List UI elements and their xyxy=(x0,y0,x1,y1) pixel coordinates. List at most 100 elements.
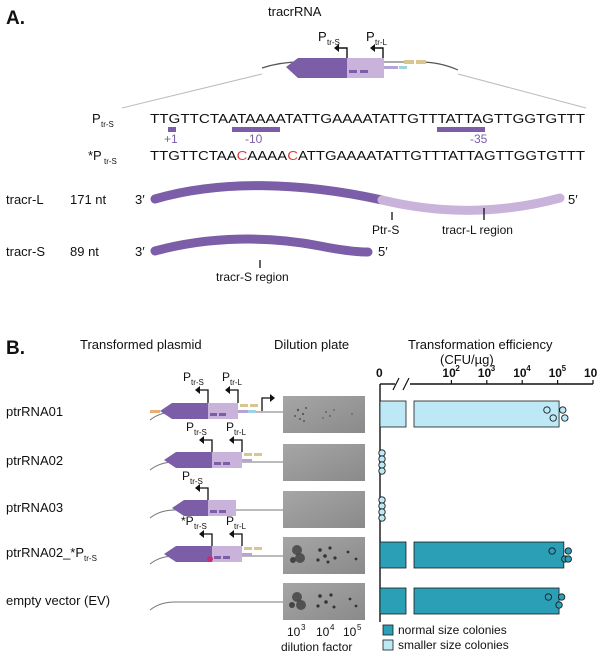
tracrrna-label: tracrRNA xyxy=(268,4,322,19)
tracr-s-length: 89 nt xyxy=(70,244,99,259)
p-label: P xyxy=(318,29,327,44)
promoter-sequence: TTGTTCTAATAAAATATTGAAAATATTGTTTATTAGTTGG… xyxy=(150,111,585,126)
bar xyxy=(413,541,565,569)
plasmid-cartoon-ptrrna02: P tr-S P tr-L xyxy=(149,420,339,471)
data-point xyxy=(378,496,386,504)
svg-text:*P: *P xyxy=(181,514,194,528)
seq-label-p: P xyxy=(92,111,101,126)
data-point xyxy=(564,547,572,555)
svg-text:tr-L: tr-L xyxy=(230,378,243,387)
pos-plus1: +1 xyxy=(164,132,178,146)
tick-label-0: 0 xyxy=(376,366,383,380)
svg-text:tr-S: tr-S xyxy=(191,378,204,387)
tracr-l-3prime: 3′ xyxy=(135,192,145,207)
zoom-line-right xyxy=(457,73,587,109)
data-point xyxy=(548,547,556,555)
tracr-s-segment xyxy=(150,234,373,257)
data-point xyxy=(544,593,553,601)
data-point xyxy=(561,414,569,422)
ptrs-marker: Ptr-S xyxy=(372,223,399,237)
tick-label: 10 xyxy=(513,366,527,380)
data-point xyxy=(549,414,557,422)
svg-text:P: P xyxy=(183,370,191,384)
zoom-line-left xyxy=(121,73,263,109)
dilution-plate-ptrrna01 xyxy=(283,396,365,433)
tss-bar xyxy=(168,127,176,132)
row-label-ptrrna02-mut: ptrRNA02_*Ptr-S xyxy=(6,545,97,563)
tracr-l-light-segment xyxy=(377,193,565,215)
dilution-factor-title: dilution factor xyxy=(281,640,352,654)
svg-text:10: 10 xyxy=(316,625,330,639)
panel-a-letter: A. xyxy=(6,8,25,29)
axis-break-mark xyxy=(392,377,400,391)
p-label: P xyxy=(366,29,375,44)
svg-text:tr-S: tr-S xyxy=(194,428,207,437)
row-label-empty-vector: empty vector (EV) xyxy=(6,593,110,608)
pos-minus35: -35 xyxy=(470,132,488,146)
axis-break-mark xyxy=(402,377,410,391)
row-label-ptrrna01: ptrRNA01 xyxy=(6,404,63,419)
dilution-plate-ptrrna02-mut xyxy=(283,537,365,574)
promoter-arrow-trs: P tr-S xyxy=(318,29,348,62)
data-point xyxy=(564,555,572,563)
legend: normal size colonies smaller size coloni… xyxy=(382,623,509,652)
svg-text:tr-S: tr-S xyxy=(190,477,203,486)
bar-segment-left xyxy=(379,400,407,428)
bar-segment-left xyxy=(379,587,407,615)
tick-label: 10 xyxy=(549,366,563,380)
row-label-ptrrna02: ptrRNA02 xyxy=(6,453,63,468)
tracr-l-dark-segment xyxy=(150,181,387,205)
tracr-l-5prime: 5′ xyxy=(568,192,578,207)
svg-text:4: 4 xyxy=(330,623,335,632)
svg-text:5: 5 xyxy=(357,623,362,632)
svg-text:P: P xyxy=(222,370,230,384)
data-point xyxy=(559,406,567,414)
p-sub: tr-S xyxy=(327,38,340,47)
data-point xyxy=(378,449,386,457)
dilution-plate-empty-vector xyxy=(283,583,365,620)
data-point xyxy=(378,514,386,522)
panel-b-letter: B. xyxy=(6,338,25,359)
promoter-arrow-trl: P tr-L xyxy=(366,29,388,62)
svg-text:tr-L: tr-L xyxy=(234,522,247,531)
tick-label: 10 xyxy=(478,366,492,380)
svg-text:tr-S: tr-S xyxy=(194,522,207,531)
seq-mut-sub: tr-S xyxy=(104,157,117,166)
legend-swatch-smaller xyxy=(382,639,394,651)
svg-text:tr-L: tr-L xyxy=(234,428,247,437)
svg-text:P: P xyxy=(226,420,234,434)
col-header-efficiency: Transformation efficiency xyxy=(408,337,553,352)
tracr-l-length: 171 nt xyxy=(70,192,107,207)
legend-label-normal: normal size colonies xyxy=(398,623,507,637)
tracrrna-locus-cartoon xyxy=(261,58,459,78)
data-point xyxy=(378,455,386,463)
col-header-efficiency-unit: (CFU/µg) xyxy=(440,352,494,367)
minus10-bar xyxy=(232,127,280,132)
legend-label-smaller: smaller size colonies xyxy=(398,638,509,652)
tick-label: 10 xyxy=(442,366,456,380)
seq-mut-label: *P xyxy=(88,148,102,163)
tracr-s-name: tracr-S xyxy=(6,244,45,259)
data-point xyxy=(557,593,566,601)
transformation-efficiency-chart: 0102103104105106 xyxy=(376,364,597,622)
data-point xyxy=(543,406,551,414)
data-point xyxy=(555,601,563,609)
p-sub: tr-L xyxy=(375,38,388,47)
bar xyxy=(413,400,560,428)
dilution-plate-ptrrna03 xyxy=(283,491,365,528)
svg-text:10: 10 xyxy=(287,625,301,639)
dilution-plate-ptrrna02 xyxy=(283,444,365,481)
bar-segment-left xyxy=(379,541,407,569)
row-label-ptrrna03: ptrRNA03 xyxy=(6,500,63,515)
tracr-s-3prime: 3′ xyxy=(135,244,145,259)
tick-exponent: 3 xyxy=(491,364,496,373)
seq-label-sub: tr-S xyxy=(101,120,114,129)
tick-label: 10 xyxy=(584,366,597,380)
minus35-bar xyxy=(437,127,485,132)
col-header-dilution: Dilution plate xyxy=(274,337,349,352)
tracr-l-region-marker: tracr-L region xyxy=(442,223,513,237)
data-point xyxy=(378,502,386,510)
tick-exponent: 4 xyxy=(526,364,531,373)
svg-text:P: P xyxy=(186,420,194,434)
